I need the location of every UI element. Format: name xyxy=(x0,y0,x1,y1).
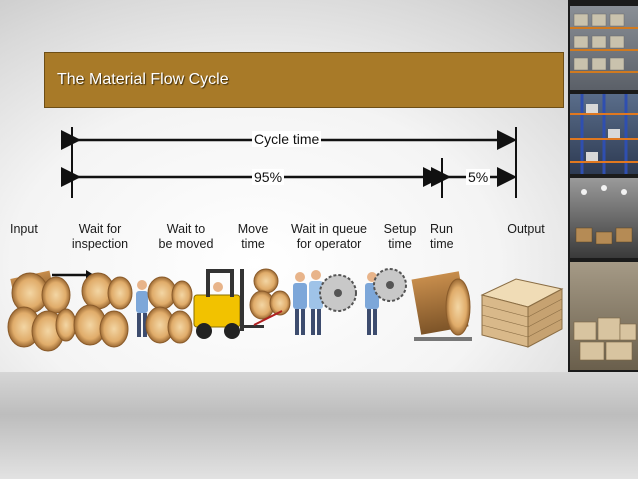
stage-label-output: Output xyxy=(507,222,545,236)
inspector-worker-icon xyxy=(136,280,148,337)
material-flow-illustration xyxy=(7,268,564,352)
run-share-label: 5% xyxy=(466,169,491,185)
title-bar: The Material Flow Cycle xyxy=(44,52,564,108)
warehouse-hall-photo xyxy=(570,178,638,258)
stage-label-wait-moved: Wait to be moved xyxy=(158,222,214,251)
waiting-log-pile xyxy=(145,276,193,344)
output-lumber-stack xyxy=(480,278,564,348)
inspection-log-pile xyxy=(73,272,133,348)
moved-log-pile xyxy=(249,268,291,320)
saw-blade-icon xyxy=(319,274,357,312)
stage-label-setup: Setup time xyxy=(383,222,417,251)
setup-saw-blade-icon xyxy=(373,268,407,302)
stage-label-wait-queue: Wait in queue for operator xyxy=(291,222,367,251)
input-log-pile xyxy=(7,270,77,352)
cycle-time-label: Cycle time xyxy=(252,131,322,147)
queue-worker-icon xyxy=(293,270,323,335)
warehouse-racks-photo xyxy=(570,94,638,174)
floor-band xyxy=(0,372,638,479)
warehouse-boxes-photo xyxy=(570,262,638,370)
stage-label-move: Move time xyxy=(237,222,269,251)
stage-label-run: Run time xyxy=(430,222,454,251)
warehouse-shelves-photo xyxy=(570,6,638,90)
forklift-icon xyxy=(193,269,264,339)
slide-title: The Material Flow Cycle xyxy=(57,71,229,88)
stage-label-input: Input xyxy=(10,222,38,236)
forklift-fork-line xyxy=(253,310,283,326)
stage-label-wait-inspection: Wait for inspection xyxy=(71,222,129,251)
wait-share-label: 95% xyxy=(252,169,285,185)
warehouse-photo-strip xyxy=(568,0,638,372)
running-log-icon xyxy=(411,271,472,341)
